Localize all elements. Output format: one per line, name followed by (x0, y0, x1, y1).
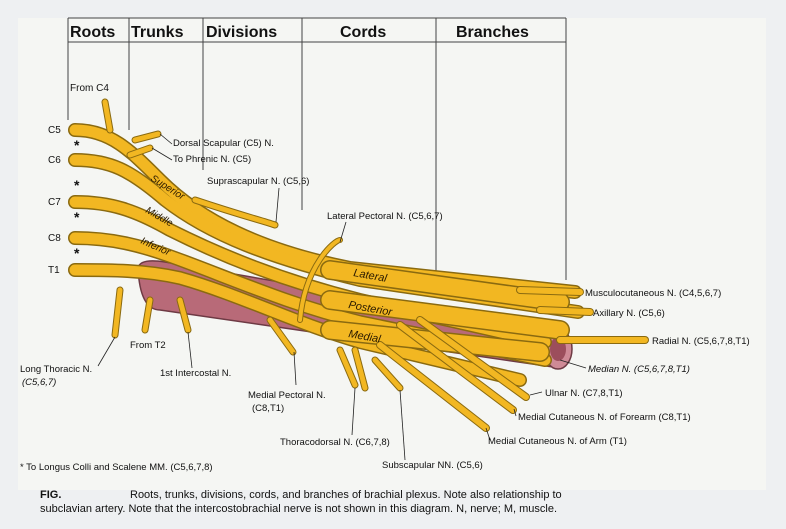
root-t1-label: T1 (48, 265, 60, 276)
subscapular-stub-2 (375, 360, 400, 388)
root-c7-label: C7 (48, 197, 61, 208)
caption-line-2: subclavian artery. Note that the interco… (40, 503, 557, 515)
root-c5-label: C5 (48, 125, 61, 136)
column-headers: Roots Trunks Divisions Cords Branches (70, 24, 529, 41)
musculocutaneous-nerve (520, 290, 580, 292)
first-intercostal-label: 1st Intercostal N. (160, 368, 231, 379)
suprascapular-label: Suprascapular N. (C5,6) (207, 176, 309, 187)
medial-cutaneous-forearm-label: Medial Cutaneous N. of Forearm (C8,T1) (518, 412, 691, 423)
from-c4-label: From C4 (70, 83, 109, 94)
long-thoracic-label: Long Thoracic N. (20, 364, 92, 375)
lateral-pectoral-label: Lateral Pectoral N. (C5,6,7) (327, 211, 443, 222)
svg-text:*: * (74, 137, 80, 153)
header-branches: Branches (456, 24, 529, 41)
medial-pectoral-label: Medial Pectoral N. (248, 390, 326, 401)
ulnar-label: Ulnar N. (C7,8,T1) (545, 388, 623, 399)
caption-label: FIG. (40, 488, 130, 502)
dorsal-scapular-stub (135, 134, 158, 140)
dorsal-scapular-label: Dorsal Scapular (C5) N. (173, 138, 274, 149)
figure-caption: FIG.Roots, trunks, divisions, cords, and… (40, 488, 770, 516)
from-t2-label: From T2 (130, 340, 166, 351)
medial-pectoral-roots-label: (C8,T1) (252, 403, 284, 414)
header-divisions: Divisions (206, 24, 277, 41)
svg-text:*: * (74, 177, 80, 193)
footnote-text: * To Longus Colli and Scalene MM. (C5,6,… (20, 462, 213, 473)
header-roots: Roots (70, 24, 115, 41)
subscapular-label: Subscapular NN. (C5,6) (382, 460, 483, 471)
medial-cutaneous-arm-label: Medial Cutaneous N. of Arm (T1) (488, 436, 627, 447)
caption-line-1: Roots, trunks, divisions, cords, and bra… (130, 489, 562, 501)
thoracodorsal-label: Thoracodorsal N. (C6,7,8) (280, 437, 390, 448)
musculocutaneous-label: Musculocutaneous N. (C4,5,6,7) (585, 288, 721, 299)
header-cords: Cords (340, 24, 386, 41)
root-c6-label: C6 (48, 155, 61, 166)
radial-label: Radial N. (C5,6,7,8,T1) (652, 336, 750, 347)
header-trunks: Trunks (131, 24, 184, 41)
root-c8-label: C8 (48, 233, 61, 244)
to-phrenic-label: To Phrenic N. (C5) (173, 154, 251, 165)
axillary-label: Axillary N. (C5,6) (593, 308, 665, 319)
median-label: Median N. (C5,6,7,8,T1) (588, 364, 690, 375)
thoracodorsal-stub (340, 350, 355, 385)
axillary-nerve (540, 310, 590, 312)
svg-text:*: * (74, 245, 80, 261)
long-thoracic-roots-label: (C5,6,7) (22, 377, 56, 388)
svg-text:*: * (74, 209, 80, 225)
